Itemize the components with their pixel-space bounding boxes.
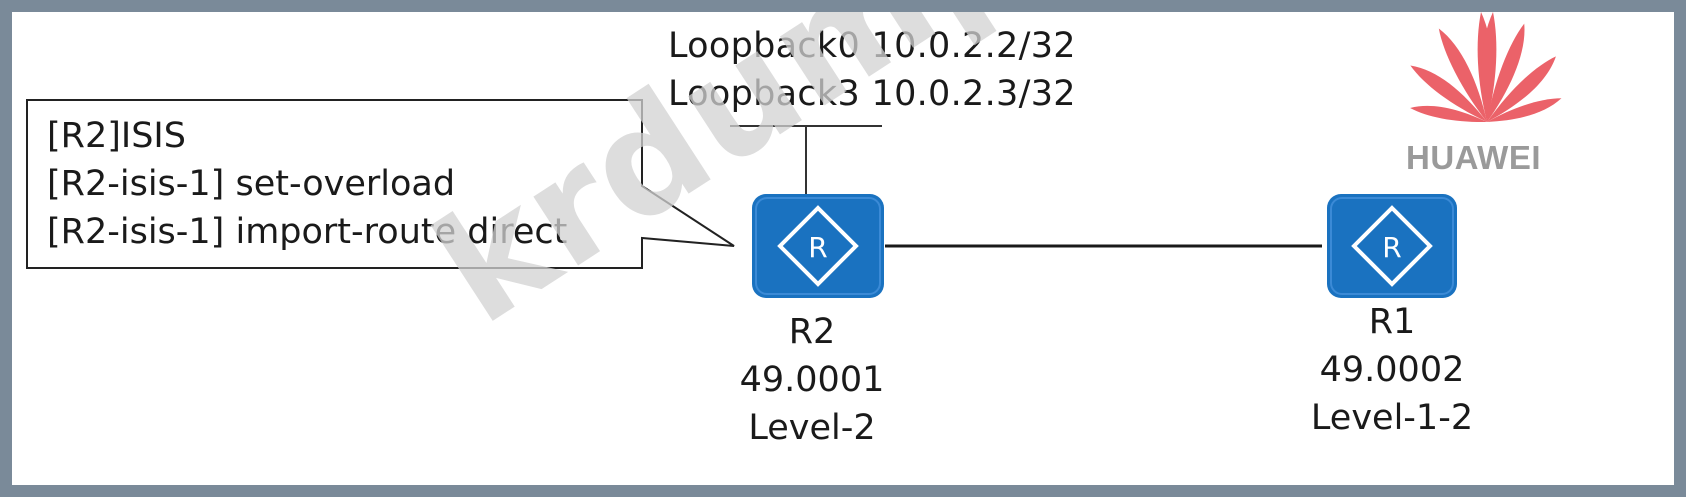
command-line-1: [R2]ISIS — [47, 116, 186, 156]
command-line-3: [R2-isis-1] import-route direct — [47, 212, 568, 252]
router-r1-glyph: R — [1382, 231, 1401, 264]
router-r1-level: Level-1-2 — [1310, 398, 1474, 438]
router-r2-name: R2 — [788, 312, 836, 352]
router-r2-level: Level-2 — [748, 408, 876, 448]
router-r2-icon: R — [752, 194, 884, 298]
router-r1-name: R1 — [1368, 302, 1416, 342]
loopback0-label: Loopback0 10.0.2.2/32 — [668, 26, 1076, 66]
diagram-canvas: Loopback0 10.0.2.2/32 Loopback3 10.0.2.3… — [12, 12, 1674, 485]
config-callout-box — [26, 99, 735, 269]
router-r1-area: 49.0002 — [1319, 350, 1465, 390]
diagram-lines — [26, 99, 1322, 269]
router-r2-area: 49.0001 — [739, 360, 885, 400]
loopback3-label: Loopback3 10.0.2.3/32 — [668, 74, 1076, 114]
command-line-2: [R2-isis-1] set-overload — [47, 164, 456, 204]
router-r2-glyph: R — [808, 231, 827, 264]
huawei-logo-icon — [1410, 12, 1562, 123]
router-r1-icon: R — [1327, 194, 1457, 298]
huawei-logo-text: HUAWEI — [1406, 139, 1541, 176]
